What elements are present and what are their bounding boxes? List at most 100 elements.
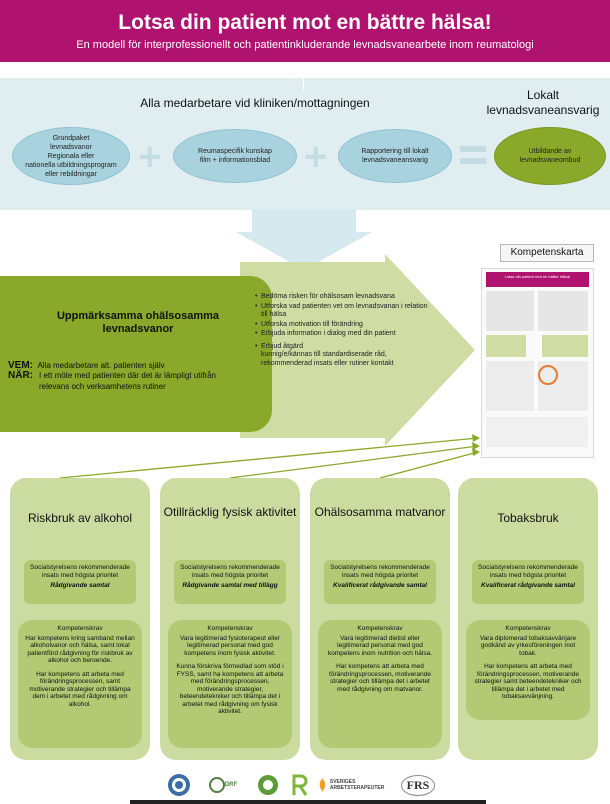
oval-basic-package: Grundpaket levnadsvanor Regionala eller … (12, 127, 130, 185)
competence-box: Kompetenskrav Vara legitimerad fysiotera… (168, 620, 292, 748)
recommendation-text: Socialstyrelsens rekommenderade insats m… (330, 564, 430, 579)
when-key: NÄR: (8, 370, 33, 381)
competence-text: Vara legitimerad fysioterapeut eller leg… (180, 634, 280, 657)
frs-logo: FRS (398, 772, 438, 798)
thumb-header: Lotsa din patient mot en bättre hälsa! (486, 272, 589, 287)
column-title: Riskbruk av alkohol (27, 511, 133, 525)
column-alcohol: Riskbruk av alkohol Socialstyrelsens rek… (10, 478, 150, 760)
srf-logo (166, 772, 192, 798)
drf-logo-text: DRF (224, 782, 238, 788)
competence-text: Vara diplomerad tobaksavvänjare godkänd … (479, 634, 577, 657)
when-text: I ett möte med patienten där det är lämp… (39, 371, 216, 391)
band-label-right: Lokalt levnadsvaneansvarig (486, 88, 600, 117)
arrow-head (472, 442, 480, 450)
competence-text: Vara legitimerad dietist eller legitimer… (327, 634, 433, 657)
recommendation-type: Rådgivande samtal (50, 582, 110, 589)
awareness-box (0, 276, 272, 432)
recommendation-box: Socialstyrelsens rekommenderade insats m… (24, 560, 136, 604)
who-row: VEM: Alla medarbetare alt. patienten sjä… (8, 355, 248, 373)
competence-text: Har kompetens kring samband mellan alkoh… (25, 634, 135, 665)
recommendation-type: Rådgivande samtal med tillägg (182, 582, 278, 589)
action-item: Utforska motivation till förändring (255, 321, 430, 330)
competence-text: Kunna förskriva förmedlad som stöd i FYS… (176, 663, 284, 715)
competence-heading: Kompetenskrav (505, 625, 551, 632)
thumb-block (486, 417, 588, 447)
competence-heading: Kompetenskrav (207, 625, 253, 632)
thumb-block (538, 291, 588, 331)
header-banner (0, 0, 610, 62)
arrow-head (472, 448, 480, 456)
recommendation-text: Socialstyrelsens rekommenderade insats m… (180, 564, 280, 579)
r-logo (290, 772, 310, 798)
recommendation-box: Socialstyrelsens rekommenderade insats m… (324, 560, 436, 604)
competence-map-label: Kompetenskarta (500, 244, 594, 262)
plus-icon: + (304, 135, 328, 179)
oval-line: levnadsvaneansvarig (362, 157, 428, 164)
oval-rheuma-knowledge: Reumaspecifik kunskap film + information… (173, 129, 297, 183)
oval-line: film + informationsblad (199, 157, 271, 164)
competence-text: Har kompetens att arbeta med förändrings… (29, 670, 131, 708)
arbetsterapeuter-logo-text: SVERIGES ARBETSTERAPEUTER (329, 779, 385, 791)
column-tobacco: Tobaksbruk Socialstyrelsens rekommendera… (458, 478, 598, 760)
action-item: Utforska vad patienten vet om levnadsvan… (255, 303, 430, 320)
awareness-title: Uppmärksamma ohälsosamma levnadsvanor (56, 310, 219, 335)
equals-icon (460, 146, 486, 152)
column-diet: Ohälsosamma matvanor Socialstyrelsens re… (310, 478, 450, 760)
oval-line: Grundpaket (52, 134, 90, 142)
oval-line: Regionala eller (47, 152, 95, 160)
competence-box: Kompetenskrav Vara diplomerad tobaksavvä… (466, 620, 590, 720)
competence-heading: Kompetenskrav (357, 625, 403, 632)
action-item: Erbjud åtgärd kunnig/e/kännas till stand… (255, 343, 430, 369)
page-title: Lotsa din patient mot en bättre hälsa! (118, 11, 492, 34)
competence-map-thumbnail[interactable]: Lotsa din patient mot en bättre hälsa! (481, 268, 594, 458)
column-title: Otillräcklig fysisk aktivitet (163, 505, 297, 519)
who-text: Alla medarbetare alt. patienten själv (37, 361, 165, 370)
competence-box: Kompetenskrav Vara legitimerad dietist e… (318, 620, 442, 748)
when-row: NÄR: I ett möte med patienten där det är… (8, 370, 248, 392)
arrow-head (472, 434, 480, 442)
column-physical-activity: Otillräcklig fysisk aktivitet Socialstyr… (160, 478, 300, 760)
page-subtitle: En modell för interprofessionellt och pa… (76, 39, 534, 51)
reuma-logo (256, 772, 280, 798)
band-label: Alla medarbetare vid kliniken/mottagning… (140, 96, 370, 110)
thumb-block (486, 335, 526, 357)
competence-text: Har kompetens att arbeta med förändrings… (474, 663, 582, 700)
oval-reporting: Rapportering till lokalt levnadsvaneansv… (338, 129, 452, 183)
connector-lines (59, 437, 479, 479)
thumb-block (486, 361, 534, 411)
divider (303, 78, 304, 90)
oval-line: eller rebildningar (45, 170, 97, 178)
drf-logo: DRF (203, 772, 243, 798)
footer-bar (130, 800, 486, 804)
recommendation-box: Socialstyrelsens rekommenderade insats m… (472, 560, 584, 604)
oval-line: Rapportering till lokalt (361, 148, 429, 155)
action-item: Bedöma risken för ohälsosam levnadsvana (255, 293, 430, 302)
recommendation-type: Kvalificerat rådgivande samtal (333, 582, 427, 589)
action-item: Erbjuda information i dialog med din pat… (255, 330, 430, 339)
arbetsterapeuter-logo: SVERIGES ARBETSTERAPEUTER (318, 772, 390, 798)
recommendation-text: Socialstyrelsens rekommenderade insats m… (30, 564, 130, 579)
recommendation-text: Socialstyrelsens rekommenderade insats m… (478, 564, 578, 579)
recommendation-type: Kvalificerat rådgivande samtal (481, 582, 575, 589)
frs-logo-text: FRS (400, 774, 436, 796)
equals-icon (460, 158, 486, 164)
plus-icon: + (138, 135, 162, 179)
competence-heading: Kompetenskrav (57, 625, 103, 632)
oval-line: levnadsvaneombud (519, 157, 581, 164)
oval-line: nationella utbildningsprogram (25, 161, 117, 169)
column-title: Tobaksbruk (497, 511, 559, 525)
oval-line: Reumaspecifik kunskap (198, 148, 272, 155)
oval-line: levnadsvanor (50, 143, 92, 151)
thumb-block (542, 335, 588, 357)
action-list: Bedöma risken för ohälsosam levnadsvana … (255, 293, 430, 369)
thumb-block (486, 291, 534, 331)
competence-text: Har kompetens att arbeta med förändrings… (329, 663, 431, 693)
oval-ombud: Utbildande av levnadsvaneombud (494, 127, 606, 185)
column-title: Ohälsosamma matvanor (314, 505, 446, 519)
competence-box: Kompetenskrav Har kompetens kring samban… (18, 620, 142, 748)
recommendation-box: Socialstyrelsens rekommenderade insats m… (174, 560, 286, 604)
down-arrow (236, 210, 372, 270)
who-key: VEM: (8, 360, 33, 371)
thumb-figure-icon (538, 365, 558, 385)
oval-line: Utbildande av (528, 148, 572, 155)
